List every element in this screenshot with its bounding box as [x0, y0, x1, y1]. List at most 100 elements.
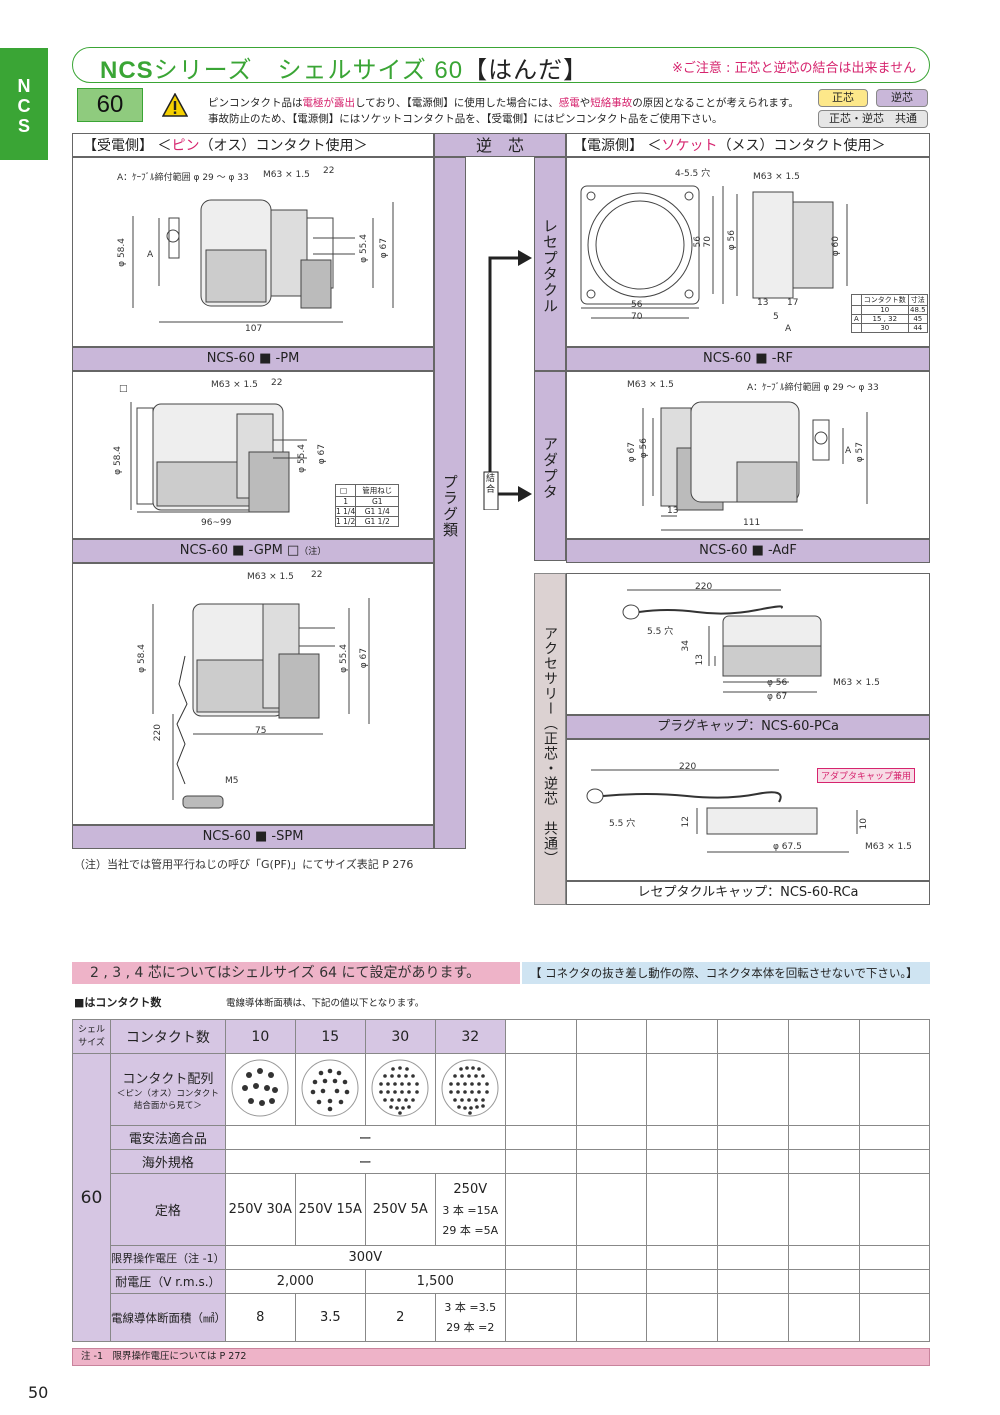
limit-voltage-label: 限界操作電圧（注 -1） — [109, 1245, 226, 1270]
rating-32: 250V 3 本 =15A 29 本 =5A — [434, 1173, 506, 1246]
pca-34-dim: 34 — [681, 640, 691, 652]
adapter-label: アダプタ — [541, 436, 559, 500]
pca-220-dim: 220 — [695, 582, 713, 592]
rf-56-dim: 56 — [631, 300, 643, 310]
wire-area-note: 電線導体断面積は、下記の値以下となります。 — [226, 998, 425, 1009]
rca-thread-dim: M63 × 1.5 — [865, 842, 912, 852]
spm-22-dim: 22 — [311, 570, 323, 580]
rca-220-dim: 220 — [679, 762, 697, 772]
tag-seishin: 正芯 — [818, 89, 868, 107]
header-gyakushin: 逆 芯 — [434, 133, 566, 157]
drawing-rf: 4-5.5 穴 M63 × 1.5 56 70 56 70 φ 56 φ 60 … — [566, 157, 930, 347]
tag-common: 正芯・逆芯 共通 — [818, 110, 928, 128]
title-bracket: 【はんだ】 — [463, 57, 589, 84]
rf-hole-dim: 4-5.5 穴 — [675, 169, 711, 179]
drawing-pca: 220 5.5 穴 34 13 φ 56 φ 67 M63 × 1.5 — [566, 573, 930, 715]
warning-line-2: 事故防止のため、【電源側】にはソケットコンタクト品を、【受電側】にはピンコンタク… — [208, 113, 723, 125]
caption-gpm: NCS-60 ■ -GPM □（注） — [72, 539, 434, 563]
gpm-len-dim: 96~99 — [201, 518, 232, 528]
rf-13-dim: 13 — [757, 298, 769, 308]
rf-thread-dim: M63 × 1.5 — [753, 172, 800, 182]
pm-thread-dim: M63 × 1.5 — [263, 170, 310, 180]
pm-107-dim: 107 — [245, 324, 263, 334]
caption-pm: NCS-60 ■ -PM — [72, 347, 434, 371]
spm-584-dim: φ 58.4 — [137, 644, 147, 673]
gpm-22-dim: 22 — [271, 378, 283, 388]
count-10: 10 — [224, 1019, 296, 1054]
title-frame — [72, 47, 930, 83]
pca-thread-dim: M63 × 1.5 — [833, 678, 880, 688]
pm-plug-drawing — [132, 199, 394, 323]
count-32: 32 — [434, 1019, 506, 1054]
wire-32: 3 本 =3.5 29 本 =2 — [434, 1293, 506, 1342]
pm-cable-dim: A：ｹｰﾌﾞﾙ締付範囲 φ 29 〜 φ 33 — [117, 173, 249, 183]
spm-67-dim: φ 67 — [359, 648, 369, 669]
page-title: NCSシリーズ シェルサイズ 60【はんだ】 — [100, 50, 588, 85]
pca-hole-dim: 5.5 穴 — [647, 627, 674, 637]
adapter-column — [534, 371, 566, 561]
gpm-554-dim: φ 55.4 — [297, 444, 307, 473]
warning-text: ピンコンタクト品は電極が露出しており、【電源側】に使用した場合には、感電や短絡事… — [208, 95, 818, 127]
denan-value: ー — [224, 1125, 506, 1150]
drawing-spm: M63 × 1.5 22 φ 58.4 φ 55.4 φ 67 220 75 M… — [72, 563, 434, 825]
pm-67-dim: φ 67 — [379, 238, 389, 259]
contact-count-label: ■はコンタクト数 — [74, 996, 162, 1009]
rca-hole-dim: 5.5 穴 — [609, 819, 636, 829]
layout-30 — [364, 1053, 436, 1126]
gpm-plug-drawing — [130, 402, 307, 513]
overseas-label: 海外規格 — [109, 1149, 226, 1174]
overseas-value: ー — [224, 1149, 506, 1174]
spec-table: シェルサイズ コンタクト数 10 15 30 32 60 コンタクト配列 ＜ピン… — [72, 1019, 930, 1342]
plug-column — [434, 157, 466, 849]
drawing-pm: A：ｹｰﾌﾞﾙ締付範囲 φ 29 〜 φ 33 M63 × 1.5 22 φ 5… — [72, 157, 434, 347]
adf-cable-dim: A：ｹｰﾌﾞﾙ締付範囲 φ 29 〜 φ 33 — [747, 383, 879, 393]
adf-A-dim: A — [845, 446, 852, 456]
adf-phi67-dim: φ 67 — [627, 442, 637, 463]
rf-56v-dim: 56 — [693, 236, 703, 248]
ketsugo-label: 結合 — [486, 474, 496, 495]
contact-layout-label: コンタクト配列 ＜ピン（オス）コンタクト 結合面から見て＞ — [109, 1053, 226, 1126]
adf-phi56-dim: φ 56 — [639, 438, 649, 459]
spm-75-dim: 75 — [255, 726, 267, 736]
wire-15: 3.5 — [294, 1293, 366, 1342]
adf-phi57-dim: φ 57 — [855, 442, 865, 463]
shell-size-box: 60 — [77, 88, 143, 122]
pm-554-dim: φ 55.4 — [359, 234, 369, 263]
spm-m5-dim: M5 — [225, 776, 239, 786]
gpm-sq-mark: □ — [119, 384, 128, 394]
count-15: 15 — [294, 1019, 366, 1054]
layout-32 — [434, 1053, 506, 1126]
adf-adapter-drawing — [642, 401, 868, 531]
side-tab-s: S — [17, 116, 30, 136]
pm-22-dim: 22 — [323, 166, 335, 176]
rating-label: 定格 — [109, 1173, 226, 1246]
wire-10: 8 — [224, 1293, 296, 1342]
side-tab-n: N — [17, 76, 31, 96]
warning-line-1: ピンコンタクト品は電極が露出しており、【電源側】に使用した場合には、感電や短絡事… — [208, 97, 799, 109]
caption-rca: レセプタクルキャップ：NCS-60-RCa — [566, 881, 930, 905]
caption-spm: NCS-60 ■ -SPM — [72, 825, 434, 849]
rca-phi675-dim: φ 67.5 — [773, 842, 802, 852]
wire-area-label: 電線導体断面積（㎟） — [109, 1293, 226, 1342]
rating-10: 250V 30A — [224, 1173, 296, 1246]
series-side-tab: N C S — [0, 48, 48, 160]
top-caution-note: ※ご注意 : 正芯と逆芯の結合は出来ません — [672, 61, 917, 76]
tag-gyakushin: 逆芯 — [876, 89, 928, 107]
accessory-label: アクセサリー（正芯・逆芯 共通） — [542, 626, 558, 866]
adf-thread-dim: M63 × 1.5 — [627, 380, 674, 390]
layout-15 — [294, 1053, 366, 1126]
rf-phi60-dim: φ 60 — [831, 236, 841, 257]
gpm-584-dim: φ 58.4 — [113, 446, 123, 475]
rf-70-dim: 70 — [631, 312, 643, 322]
rca-10-dim: 10 — [859, 818, 869, 830]
count-30: 30 — [364, 1019, 436, 1054]
title-main: シリーズ シェルサイズ 60 — [153, 57, 464, 84]
rotation-caution: 【 コネクタの抜き差し動作の際、コネクタ本体を回転させないで下さい。】 — [522, 962, 930, 984]
spm-plug-drawing — [152, 598, 370, 809]
caption-rf: NCS-60 ■ -RF — [566, 347, 930, 371]
pm-584-dim: φ 58.4 — [117, 238, 127, 267]
gpm-thread-dim: M63 × 1.5 — [211, 380, 258, 390]
shell-size-header: シェルサイズ — [72, 1019, 111, 1054]
